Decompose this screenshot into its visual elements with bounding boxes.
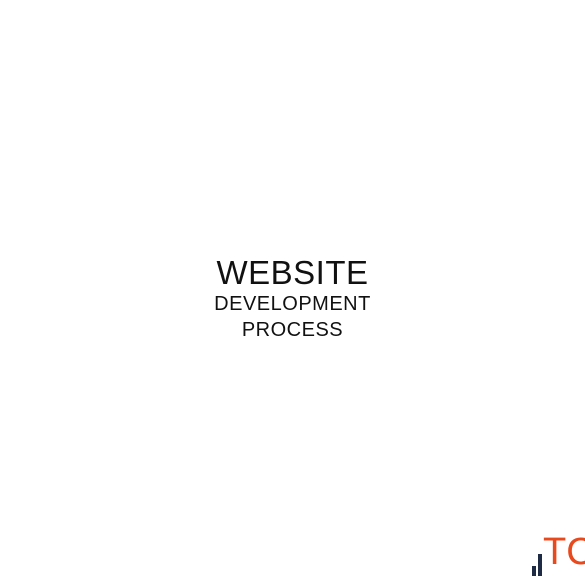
segment-label: Testing	[358, 501, 415, 539]
segment-label: Development	[337, 34, 437, 90]
segment-label: Specifications	[145, 33, 249, 91]
center-title-line-3: PROCESS	[241, 319, 344, 341]
segment-label: Write Content	[493, 145, 550, 248]
logo-text: TC	[543, 531, 585, 573]
segment-label: Coding	[501, 358, 539, 415]
logo-bar	[532, 566, 536, 576]
segment-label: Analysis	[41, 164, 83, 230]
tc-logo-icon	[532, 554, 542, 576]
segment-label: Promotion	[158, 497, 237, 544]
segment-label: Maintenance	[36, 338, 91, 435]
center-title-line-1: WEBSITE	[216, 254, 369, 291]
logo-bar	[538, 554, 542, 576]
center-title-line-2: DEVELOPMENT	[214, 293, 371, 315]
